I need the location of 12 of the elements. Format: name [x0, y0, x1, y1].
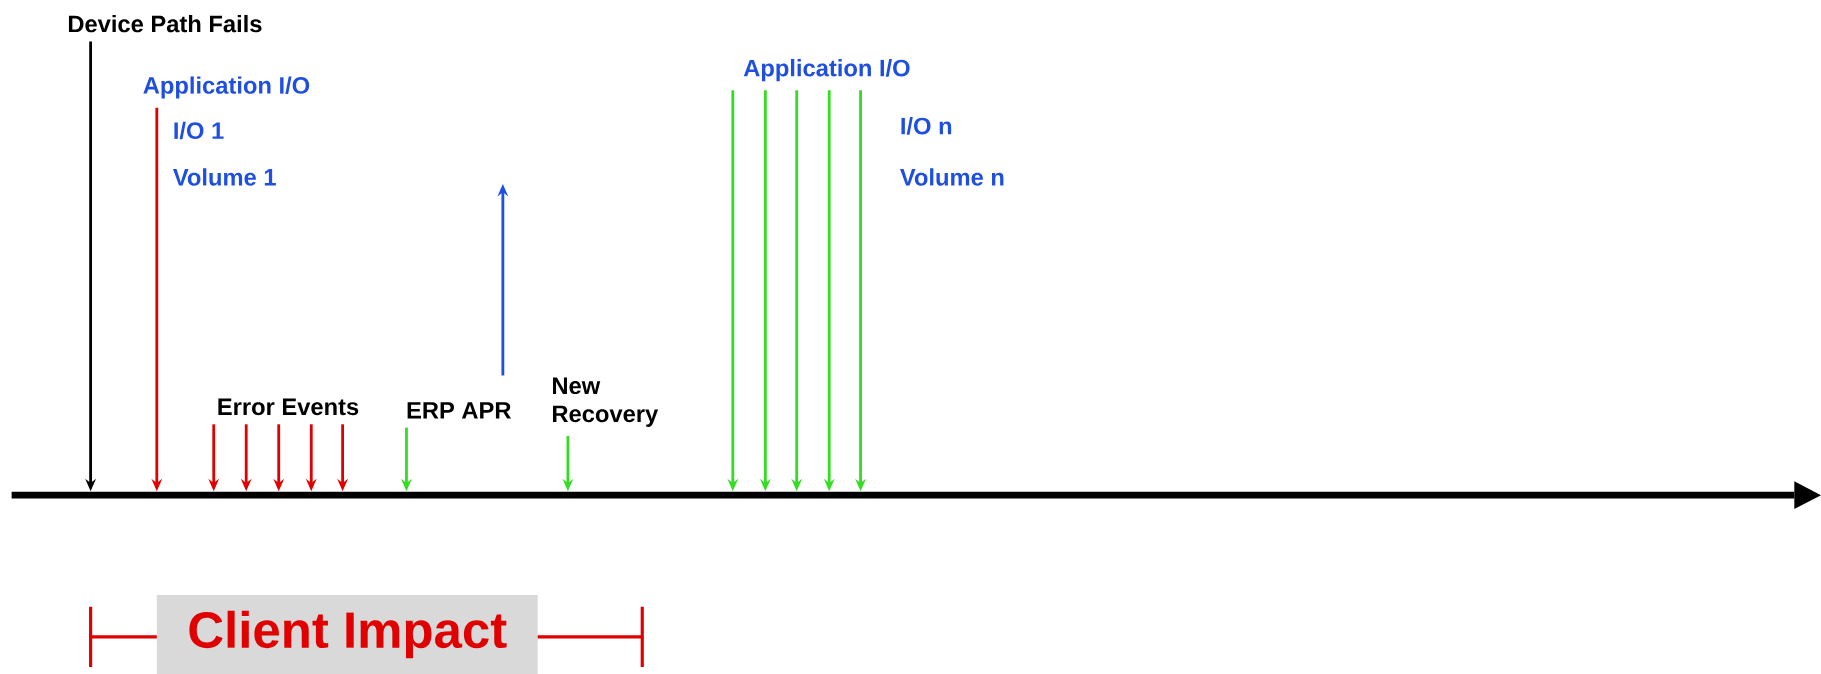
event-label: Device Path Fails [68, 14, 262, 33]
volume-label: I/O 1 [174, 121, 224, 140]
event-label: ERP APR [407, 402, 511, 419]
volume-label: Volume 1 [173, 168, 276, 186]
timeline-arrow [11, 481, 1821, 510]
volume-label: I/O n [901, 117, 952, 135]
volume-label: Volume n [900, 168, 1004, 186]
impact-box: Client Impact [156, 595, 538, 674]
event-label: Error Events [218, 398, 359, 416]
event-label: Application I/O [743, 59, 910, 82]
event-label: New Recovery [553, 377, 659, 427]
event-label: Application I/O [143, 76, 310, 99]
